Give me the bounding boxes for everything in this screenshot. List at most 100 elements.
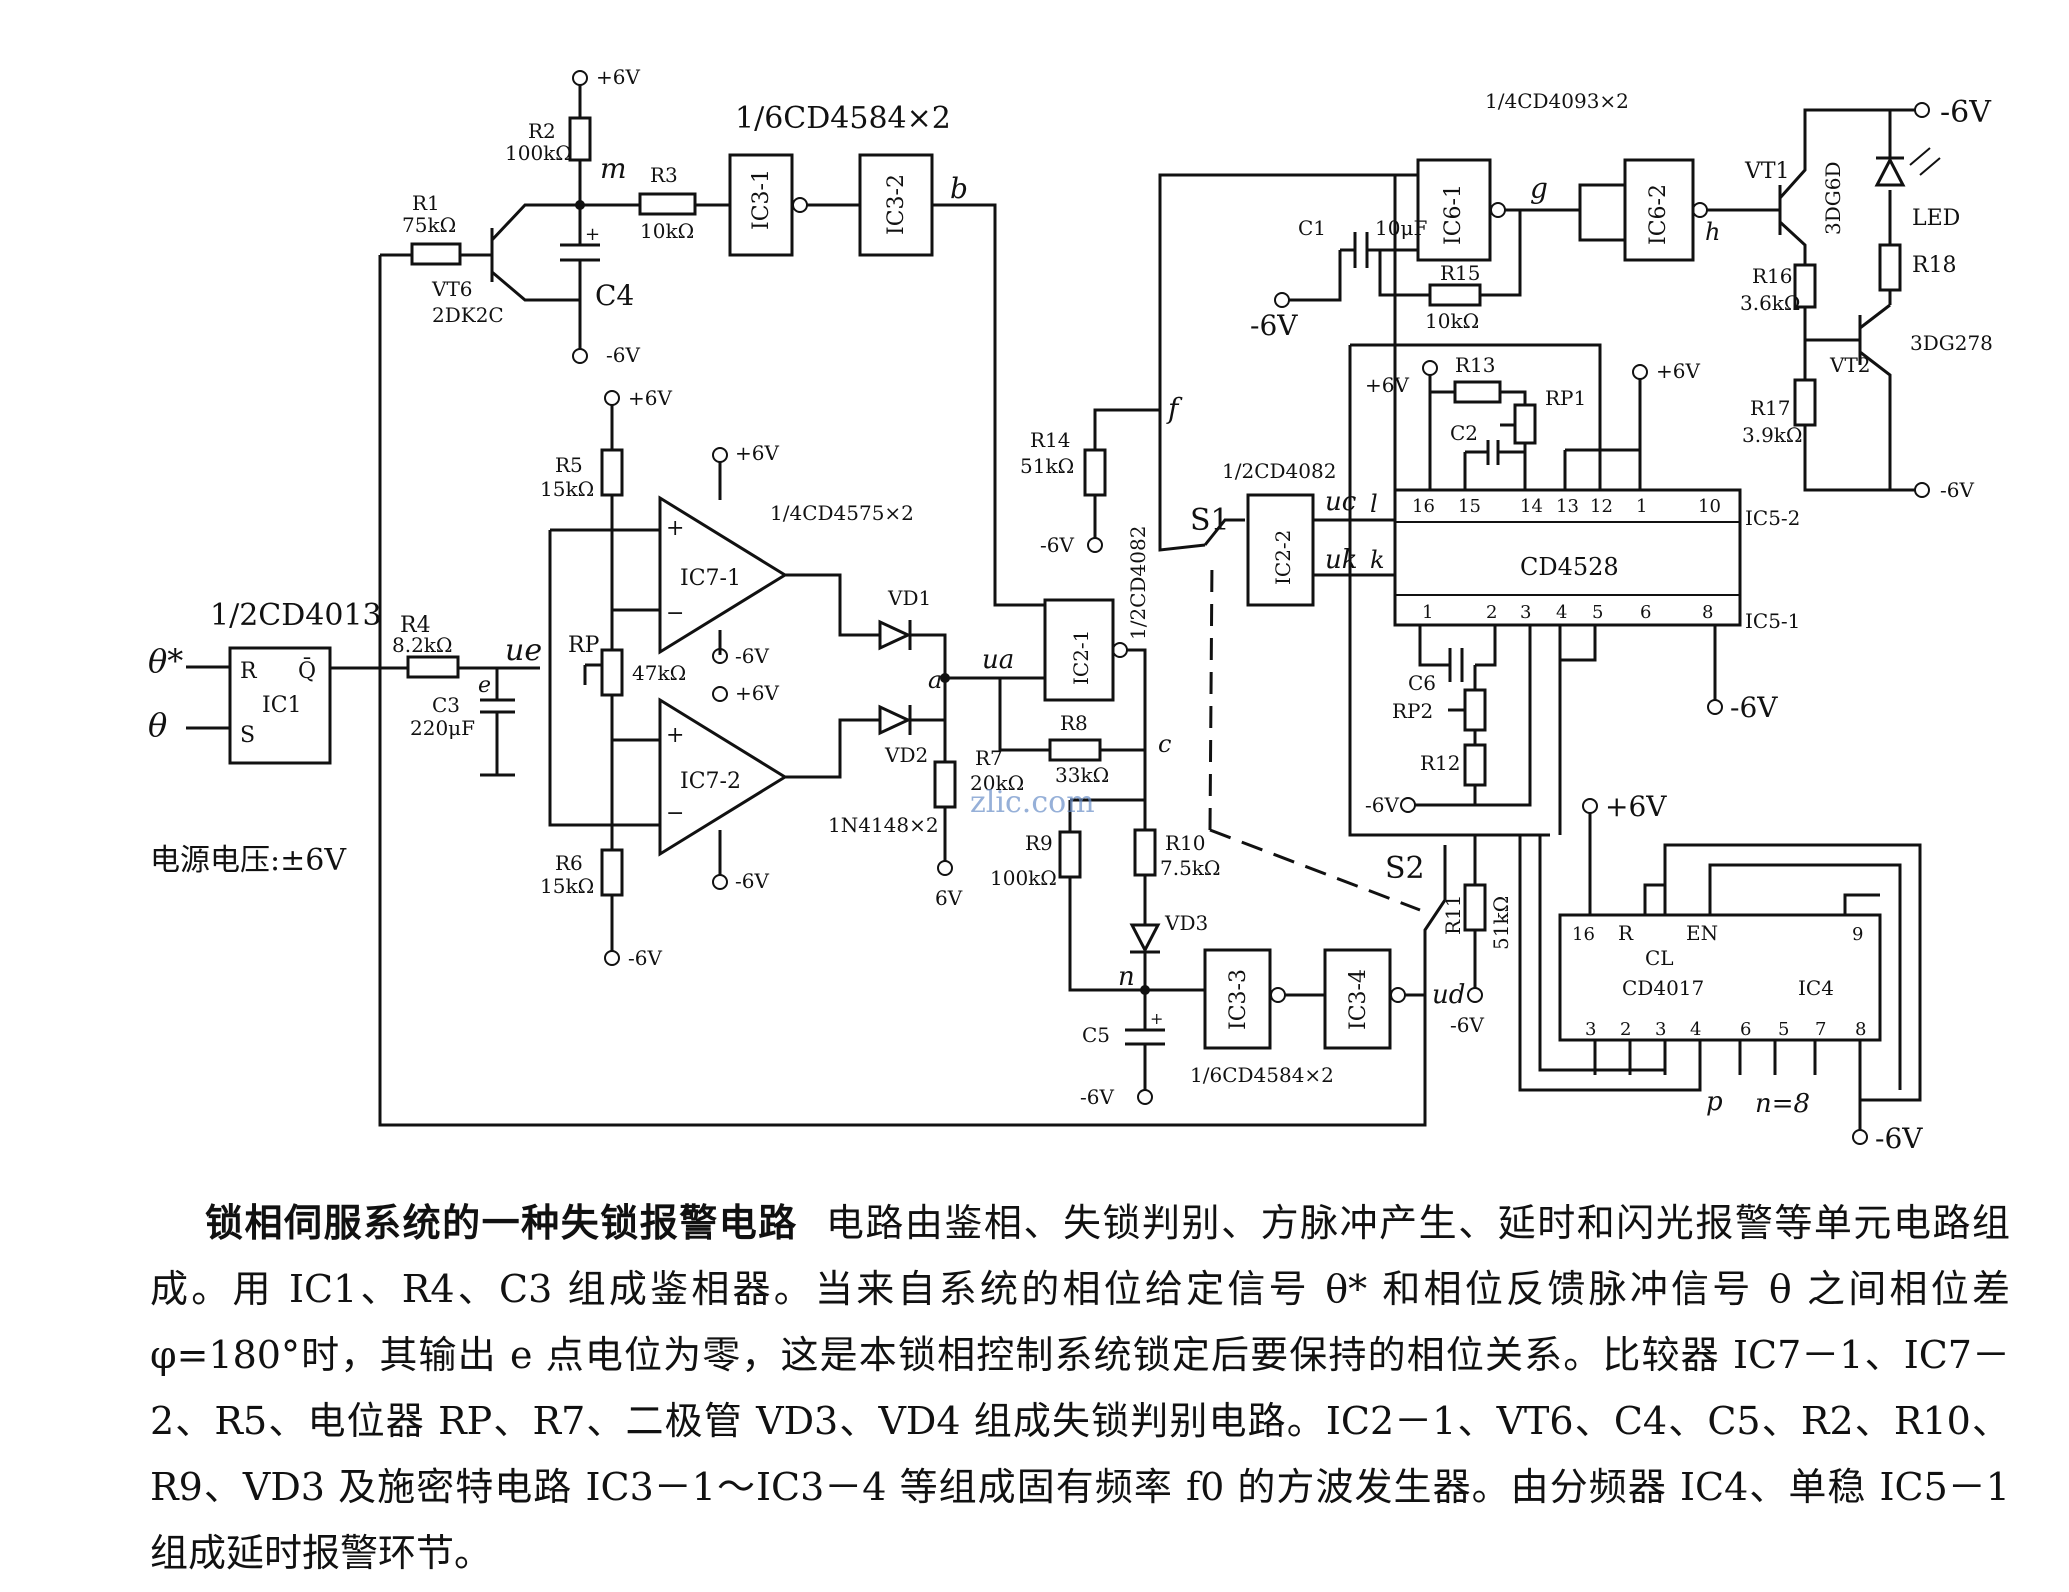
- theta-label: θ: [148, 706, 167, 744]
- cd4528-plus6-left: +6V: [1365, 373, 1409, 397]
- monostable-cd4528: CD4528 16 15 14 13 12 1 10 1 2 3 4 5 6 8: [1393, 488, 1742, 627]
- h-node-label: h: [1705, 218, 1720, 246]
- caption-body: 电路由鉴相、失锁判别、方脉冲产生、延时和闪光报警等单元电路组成。用 IC1、R4…: [150, 1201, 2010, 1575]
- gate-ic2-2: IC2-2: [1246, 493, 1315, 607]
- vd1-label: VD1: [887, 586, 931, 610]
- ic1-r-pin: R: [240, 659, 258, 684]
- resistor-r12: [1463, 743, 1487, 787]
- svg-text:4: 4: [1690, 1019, 1701, 1040]
- ic4-en-pin: EN: [1686, 921, 1718, 945]
- r2-label: R2: [528, 119, 556, 143]
- r8-label: R8: [1060, 711, 1088, 735]
- resistor-r13: [1453, 380, 1502, 404]
- r6-minus6-label: -6V: [628, 946, 662, 970]
- ic3-3-label: IC3-3: [1226, 969, 1251, 1030]
- r1-label: R1: [412, 191, 440, 215]
- svg-text:2: 2: [1620, 1019, 1631, 1040]
- ic6-1-label: IC6-1: [1441, 184, 1466, 245]
- rp2-label: RP2: [1392, 699, 1433, 723]
- c5-label: C5: [1082, 1023, 1110, 1047]
- resistor-r2: [568, 116, 592, 162]
- k-node-label: k: [1370, 546, 1385, 574]
- r5-value: 15kΩ: [540, 477, 594, 501]
- r15-label: R15: [1440, 261, 1481, 285]
- ic4-label: IC4: [1798, 976, 1834, 1000]
- r9-label: R9: [1025, 831, 1053, 855]
- schmitt-ic3-1: IC3-1: [728, 153, 808, 257]
- svg-text:15: 15: [1458, 496, 1481, 517]
- c5-minus6-label: -6V: [1080, 1085, 1114, 1109]
- svg-text:−: −: [666, 801, 684, 826]
- r2-value: 100kΩ: [505, 141, 572, 165]
- svg-text:16: 16: [1572, 924, 1595, 945]
- vd2-label: VD2: [884, 743, 928, 767]
- potentiometer-rp: [583, 610, 624, 740]
- c1-value: 10μF: [1375, 216, 1427, 240]
- a-node-label: a: [928, 666, 942, 694]
- svg-text:12: 12: [1590, 496, 1613, 517]
- ic7-1-label: IC7-1: [680, 566, 741, 591]
- ic1-q-pin: Q̄: [298, 657, 316, 684]
- svg-text:3: 3: [1655, 1019, 1666, 1040]
- ic1-label: IC1: [262, 693, 302, 718]
- r12-plus6-label: -6V: [1365, 793, 1399, 817]
- led-minus6-label: -6V: [1940, 95, 1992, 130]
- r16-label: R16: [1752, 264, 1793, 288]
- ic7-2-minus6: -6V: [735, 869, 769, 893]
- svg-text:1: 1: [1422, 602, 1433, 623]
- r18-label: R18: [1912, 253, 1957, 278]
- r3-label: R3: [650, 163, 678, 187]
- resistor-r5: [600, 448, 624, 497]
- resistor-r6: [600, 848, 624, 897]
- ic2-1-label: IC2-1: [1069, 630, 1093, 685]
- c1-label: C1: [1298, 216, 1326, 240]
- r17-label: R17: [1750, 396, 1791, 420]
- svg-text:5: 5: [1778, 1019, 1789, 1040]
- diode-vd1: [878, 619, 912, 651]
- g-node-label: g: [1530, 172, 1548, 205]
- ic7-2-label: IC7-2: [680, 769, 741, 794]
- resistor-r18: [1878, 243, 1902, 292]
- ic5-minus6-label: -6V: [1730, 691, 1778, 724]
- caption-paragraph: 锁相伺服系统的一种失锁报警电路电路由鉴相、失锁判别、方脉冲产生、延时和闪光报警等…: [150, 1190, 2010, 1586]
- r1-value: 75kΩ: [402, 213, 456, 237]
- led-indicator: [1874, 110, 1941, 187]
- svg-text:8: 8: [1702, 602, 1713, 623]
- gate-ic6-1: IC6-1: [1416, 158, 1506, 262]
- capacitor-c2: [1463, 440, 1525, 490]
- svg-text:4: 4: [1556, 602, 1567, 623]
- ic4-cl-pin: CL: [1645, 946, 1674, 970]
- ic7-1-plus6: +6V: [735, 441, 779, 465]
- r15-value: 10kΩ: [1425, 309, 1479, 333]
- r12-label: R12: [1420, 751, 1461, 775]
- ic2-fraction-label: 1/2CD4082: [1126, 526, 1150, 640]
- c4-plus-sign: +: [585, 224, 600, 245]
- c-node-label: c: [1158, 730, 1171, 758]
- r11-label: R11: [1441, 894, 1465, 935]
- r13-label: R13: [1455, 353, 1496, 377]
- r14-value: 51kΩ: [1020, 454, 1074, 478]
- cd4017-label: CD4017: [1622, 976, 1704, 1000]
- vd3-label: VD3: [1164, 911, 1208, 935]
- svg-text:+: +: [1150, 1009, 1163, 1028]
- resistor-r15: [1428, 283, 1482, 307]
- uk-label: uk: [1325, 545, 1358, 575]
- r7-gnd-label: 6V: [935, 886, 963, 910]
- l-node-label: l: [1370, 490, 1378, 518]
- r11-value: 51kΩ: [1489, 896, 1513, 950]
- b-node-label: b: [950, 172, 968, 205]
- svg-text:14: 14: [1520, 496, 1543, 517]
- svg-text:2: 2: [1486, 602, 1497, 623]
- vt1-type: 3DG6D: [1821, 162, 1845, 236]
- cd4528-label: CD4528: [1520, 553, 1619, 581]
- ua-label: ua: [982, 645, 1014, 675]
- vt6-label: VT6: [431, 277, 473, 301]
- potentiometer-rp2: [1448, 688, 1487, 732]
- led-label: LED: [1912, 206, 1960, 231]
- r8-value: 33kΩ: [1055, 763, 1109, 787]
- r7-value: 20kΩ: [970, 771, 1024, 795]
- ic2-2-label: IC2-2: [1271, 530, 1295, 585]
- c2-label: C2: [1450, 421, 1478, 445]
- ue-label: ue: [505, 633, 542, 668]
- ic6-2-label: IC6-2: [1646, 184, 1671, 245]
